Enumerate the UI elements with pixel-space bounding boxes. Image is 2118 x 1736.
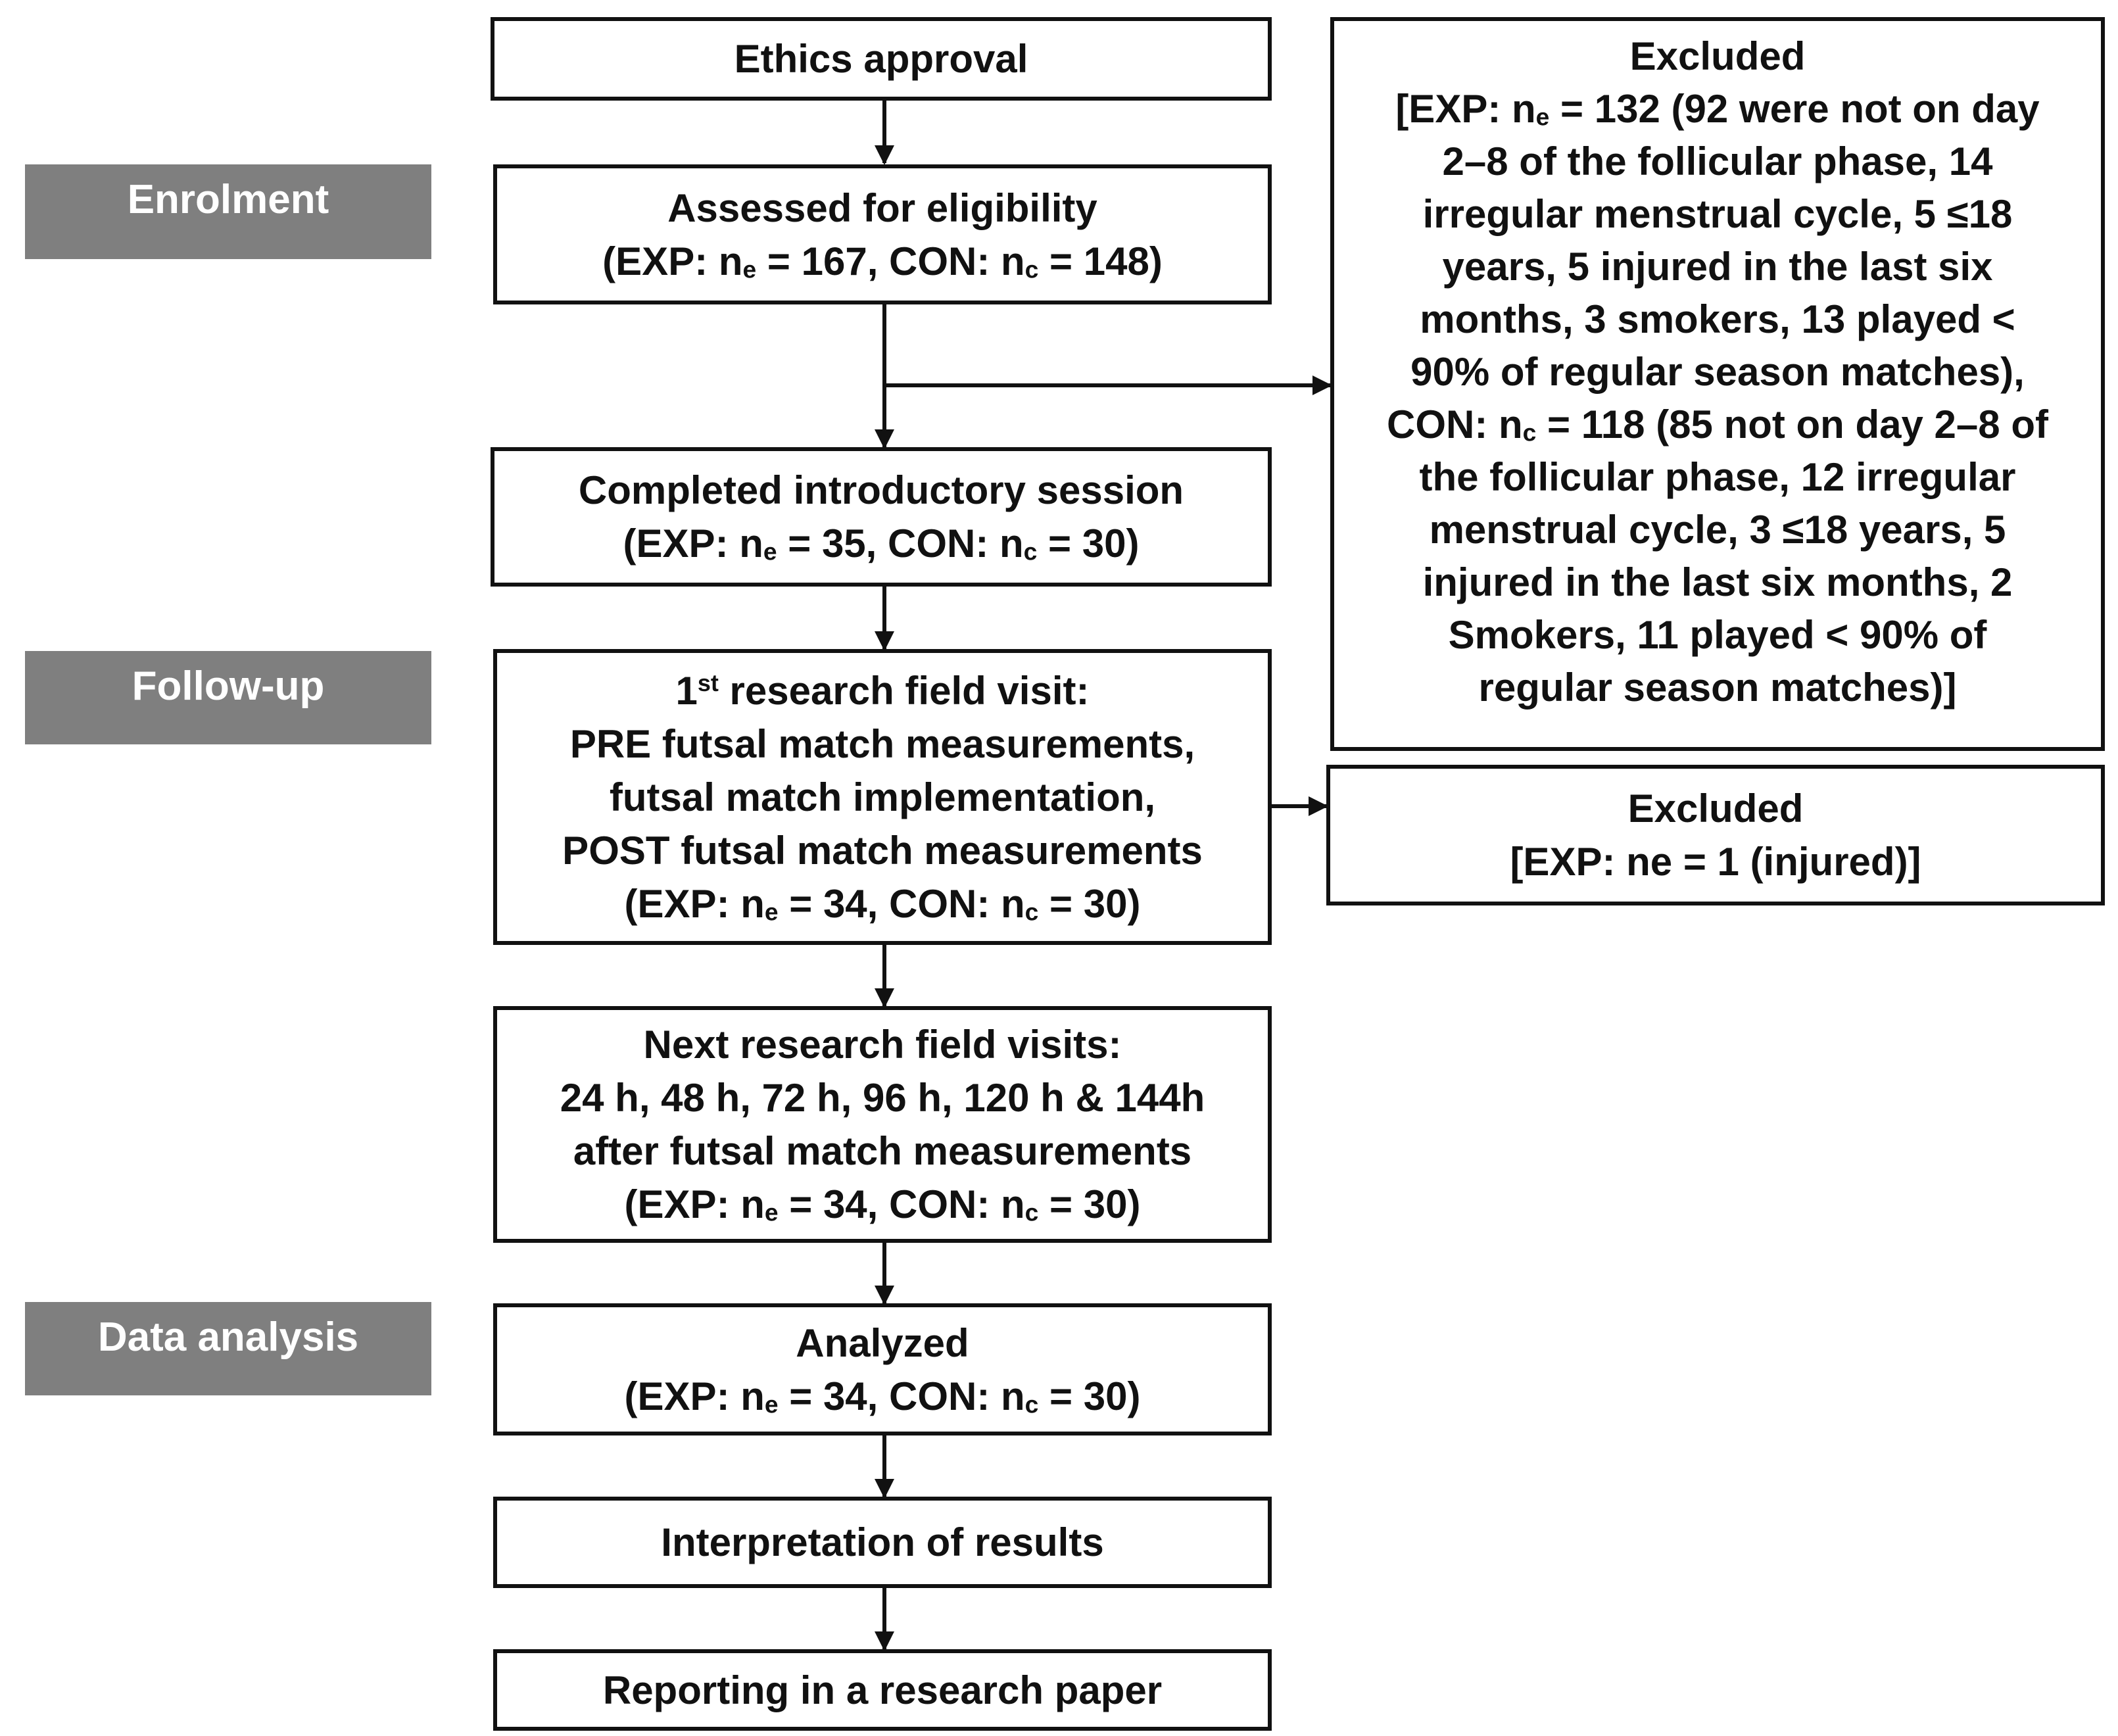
count-text: = 34, CON: n	[778, 1374, 1025, 1418]
excluded-detail-line: menstrual cycle, 3 ≤18 years, 5	[1429, 508, 2006, 552]
count-text: = 132 (92 were not on day	[1549, 87, 2040, 131]
box-text: Ethics approval	[734, 37, 1028, 81]
box-text: Completed introductory session	[578, 468, 1184, 512]
stage-label-enrolment: Enrolment	[25, 164, 431, 259]
subscript-c: c	[1023, 537, 1038, 566]
excluded-detail-line: Smokers, 11 played < 90% of	[1448, 613, 1987, 657]
subscript-c: c	[1522, 418, 1537, 446]
excluded-detail-line: months, 3 smokers, 13 played <	[1420, 297, 2015, 341]
excluded-detail-line: injured in the last six months, 2	[1422, 560, 2013, 604]
box-text: Assessed for eligibility	[667, 185, 1097, 230]
box-excluded-enrolment: Excluded [EXP: ne = 132 (92 were not on …	[1330, 17, 2105, 751]
subscript-e: e	[742, 254, 757, 283]
box-text: PRE futsal match measurements,	[569, 721, 1195, 766]
stage-label-text: Data analysis	[97, 1314, 359, 1360]
excluded-detail-line: 90% of regular season matches),	[1410, 350, 2025, 394]
count-text: [EXP: n	[1395, 87, 1536, 131]
subscript-c: c	[1024, 1389, 1039, 1418]
count-text: = 30)	[1037, 521, 1140, 566]
count-text: (EXP: n	[624, 1182, 765, 1226]
box-text: Next research field visits:	[643, 1023, 1122, 1067]
box-count-line: (EXP: ne = 34, CON: nc = 30)	[625, 1370, 1141, 1423]
stage-label-data-analysis: Data analysis	[25, 1302, 431, 1395]
count-text: = 35, CON: n	[777, 521, 1024, 566]
box-next-research-field-visits: Next research field visits: 24 h, 48 h, …	[493, 1006, 1272, 1243]
box-first-research-field-visit: 1st research field visit: PRE futsal mat…	[493, 649, 1272, 945]
excluded-detail-line: [EXP: ne = 132 (92 were not on day	[1395, 83, 2039, 135]
box-text: research field visit:	[718, 668, 1090, 713]
ordinal-number: 1	[675, 668, 698, 713]
subscript-c: c	[1024, 1198, 1039, 1226]
box-text: Interpretation of results	[661, 1520, 1104, 1564]
box-interpretation-of-results: Interpretation of results	[493, 1497, 1272, 1588]
count-text: (EXP: n	[602, 239, 743, 283]
subscript-e: e	[764, 897, 779, 925]
excluded-detail-line: the follicular phase, 12 irregular	[1419, 455, 2016, 499]
excluded-title: Excluded	[1627, 786, 1804, 831]
stage-label-text: Follow-up	[132, 663, 325, 709]
count-text: CON: n	[1387, 402, 1523, 446]
box-excluded-followup: Excluded [EXP: ne = 1 (injured)]	[1326, 765, 2105, 905]
count-text: (EXP: n	[624, 1374, 765, 1418]
excluded-detail-line: years, 5 injured in the last six	[1442, 245, 1993, 289]
box-analyzed: Analyzed (EXP: ne = 34, CON: nc = 30)	[493, 1303, 1272, 1435]
count-text: = 30)	[1038, 881, 1141, 926]
excluded-detail-line: [EXP: ne = 1 (injured)]	[1510, 840, 1921, 884]
box-text: 1st research field visit:	[676, 664, 1090, 717]
count-text: = 34, CON: n	[778, 1182, 1025, 1226]
stage-label-text: Enrolment	[127, 177, 329, 222]
count-text: = 118 (85 not on day 2–8 of	[1536, 402, 2048, 446]
box-text: POST futsal match measurements	[562, 828, 1203, 873]
excluded-detail-line: 2–8 of the follicular phase, 14	[1442, 139, 1993, 183]
box-text: 24 h, 48 h, 72 h, 96 h, 120 h & 144h	[560, 1076, 1205, 1120]
box-count-line: (EXP: ne = 34, CON: nc = 30)	[625, 877, 1141, 930]
subscript-e: e	[1535, 103, 1550, 131]
subscript-e: e	[764, 1198, 779, 1226]
count-text: = 167, CON: n	[756, 239, 1025, 283]
box-text: futsal match implementation,	[609, 775, 1156, 819]
box-count-line: (EXP: ne = 35, CON: nc = 30)	[623, 517, 1140, 570]
box-text: Analyzed	[796, 1320, 969, 1365]
box-count-line: (EXP: ne = 167, CON: nc = 148)	[602, 235, 1163, 288]
subscript-e: e	[763, 537, 777, 566]
count-text: = 34, CON: n	[778, 881, 1025, 926]
box-text: Reporting in a research paper	[602, 1668, 1163, 1712]
subscript-c: c	[1024, 254, 1039, 283]
count-text: = 148)	[1038, 239, 1163, 283]
box-reporting-in-research-paper: Reporting in a research paper	[493, 1649, 1272, 1731]
box-count-line: (EXP: ne = 34, CON: nc = 30)	[625, 1178, 1141, 1231]
count-text: (EXP: n	[623, 521, 763, 566]
count-text: = 30)	[1038, 1182, 1141, 1226]
box-ethics-approval: Ethics approval	[491, 17, 1272, 101]
subscript-e: e	[764, 1389, 779, 1418]
subscript-c: c	[1024, 897, 1039, 925]
count-text: = 30)	[1038, 1374, 1141, 1418]
excluded-title: Excluded	[1629, 34, 1806, 78]
ordinal-suffix: st	[697, 669, 719, 696]
excluded-detail-line: irregular menstrual cycle, 5 ≤18	[1422, 192, 2013, 236]
box-assessed-for-eligibility: Assessed for eligibility (EXP: ne = 167,…	[493, 164, 1272, 304]
excluded-detail-line: regular season matches)]	[1478, 665, 1957, 710]
excluded-detail-line: CON: nc = 118 (85 not on day 2–8 of	[1387, 398, 2048, 451]
stage-label-follow-up: Follow-up	[25, 651, 431, 744]
box-text: after futsal match measurements	[573, 1129, 1192, 1173]
box-completed-introductory-session: Completed introductory session (EXP: ne …	[491, 447, 1272, 587]
count-text: (EXP: n	[624, 881, 765, 926]
